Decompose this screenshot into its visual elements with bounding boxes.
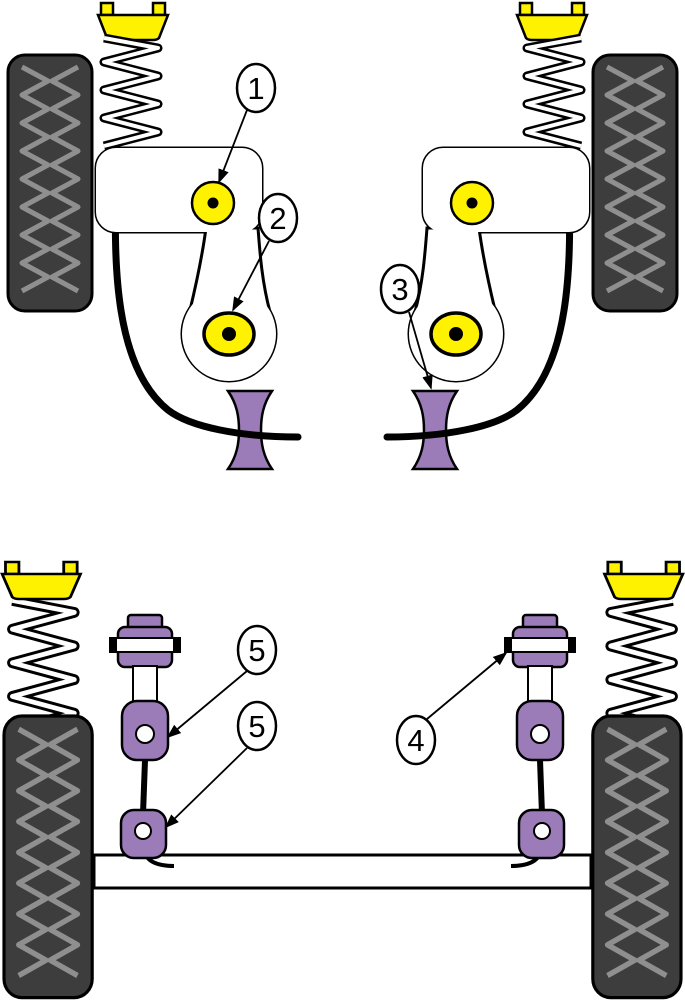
callout-3-arrow bbox=[408, 311, 433, 390]
right-suspension-top-view-mirror bbox=[387, 3, 677, 469]
callout-5a-circle bbox=[236, 624, 278, 676]
callout-3-label: 3 bbox=[391, 272, 408, 307]
callout-2-arrow bbox=[232, 240, 270, 312]
callout-4-arrow bbox=[426, 651, 508, 720]
left-suspension-front-view bbox=[2, 562, 180, 998]
right-suspension-top-view bbox=[387, 3, 677, 469]
callout-2-label: 2 bbox=[269, 201, 286, 236]
anti-roll-bar-beam bbox=[92, 853, 593, 890]
callouts: 1 2 3 4 5 5 bbox=[164, 62, 508, 829]
callout-3-circle bbox=[379, 263, 421, 315]
callout-4-circle bbox=[395, 714, 437, 766]
callout-5a-arrow bbox=[166, 670, 248, 739]
right-suspension-front-view-mirror bbox=[505, 562, 683, 998]
callout-5b-label: 5 bbox=[248, 709, 265, 744]
callout-5a-label: 5 bbox=[248, 633, 265, 668]
callout-1-arrow bbox=[218, 109, 248, 184]
callout-5b-arrow bbox=[164, 747, 248, 829]
callout-1-circle bbox=[235, 62, 277, 114]
callout-2-circle bbox=[257, 192, 299, 244]
callout-5b-circle bbox=[236, 700, 278, 752]
right-suspension-front-view bbox=[505, 562, 683, 998]
callout-1-label: 1 bbox=[247, 71, 264, 106]
callout-4-label: 4 bbox=[407, 723, 424, 758]
